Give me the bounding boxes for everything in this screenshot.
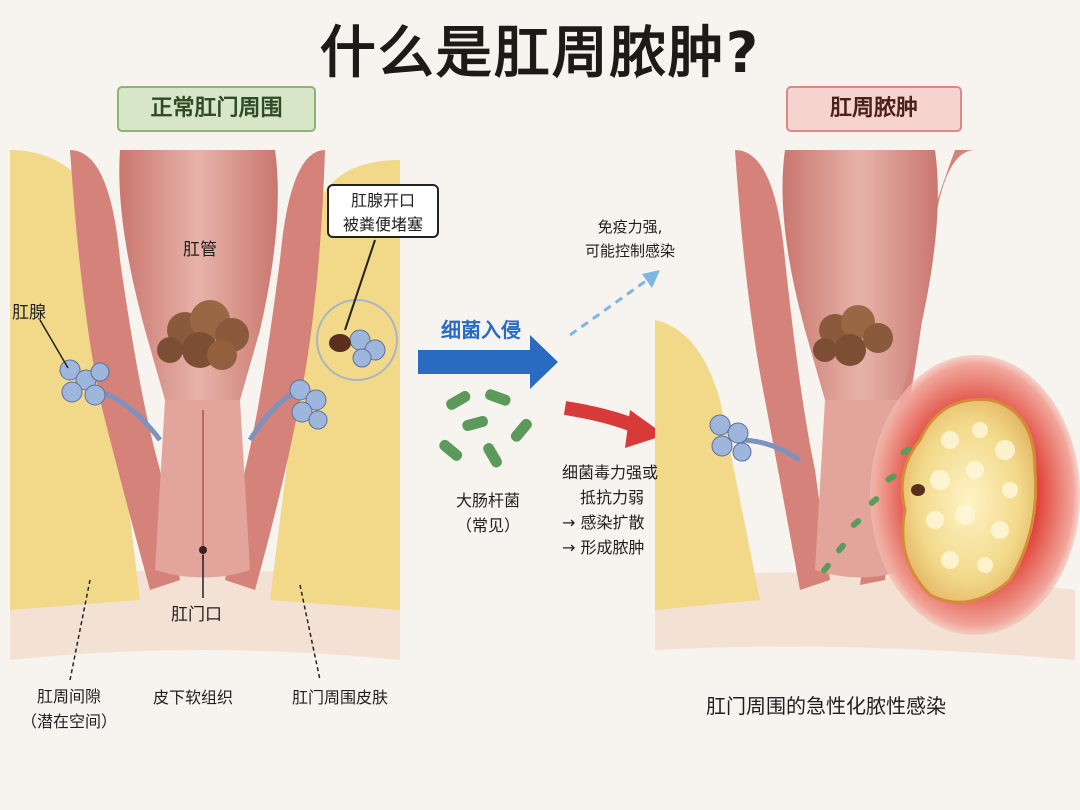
abscess-caption: 肛门周围的急性化脓性感染 <box>706 694 946 718</box>
blocked-opening <box>329 334 351 352</box>
space-pointer <box>69 579 91 681</box>
weak-line-2: 抵抗力弱 <box>580 488 645 507</box>
strong-immunity-label: 免疫力强, 可能控制感染 <box>570 215 690 263</box>
anus-label: 肛门口 <box>171 605 222 625</box>
normal-panel-tag: 正常肛门周围 <box>117 86 316 132</box>
feces-right <box>813 305 893 366</box>
callout-pointer <box>344 239 376 331</box>
anal-gland-label: 肛腺 <box>12 303 46 323</box>
anal-gland-right-panel <box>709 414 802 463</box>
fat-left <box>10 150 140 610</box>
weak-line-3: → 感染扩散 <box>562 513 645 532</box>
magnify-circle <box>316 299 398 381</box>
muscle-left-right <box>735 150 830 590</box>
muscle-right <box>225 150 325 590</box>
feces <box>157 300 249 370</box>
blocked-opening-right <box>911 484 925 496</box>
strong-immunity-line-2: 可能控制感染 <box>584 242 675 260</box>
fat-left-right <box>655 320 760 610</box>
fat-right <box>270 160 400 610</box>
perianal-space-label: 肛周间隙 （潜在空间） <box>14 684 124 734</box>
red-arrow-head <box>625 410 665 448</box>
skin-pointer <box>299 584 321 681</box>
page-title: 什么是肛周脓肿? <box>319 21 761 86</box>
callout-line-2: 被粪便堵塞 <box>342 215 423 234</box>
bacteria-label: 大肠杆菌 （常见） <box>438 488 538 538</box>
weak-line-4: → 形成脓肿 <box>562 538 645 557</box>
magnified-gland <box>352 348 372 368</box>
perianal-skin-label: 肛门周围皮肤 <box>292 688 389 707</box>
anal-canal-label: 肛管 <box>183 240 217 260</box>
bacteria-invasion-label: 细菌入侵 <box>441 318 521 342</box>
subcutaneous-label: 皮下软组织 <box>153 688 234 707</box>
gland-opening-callout: 肛腺开口 被粪便堵塞 <box>327 184 439 238</box>
spreading-bacteria <box>821 446 912 574</box>
pus-bubbles <box>926 422 1018 573</box>
gland-pointer <box>39 319 69 369</box>
anal-gland-right <box>247 379 328 442</box>
anus-opening <box>199 546 207 554</box>
strong-immunity-line-1: 免疫力强, <box>597 218 663 236</box>
anal-gland-left <box>59 359 162 442</box>
perianal-space-line-2: （潜在空间） <box>20 712 117 731</box>
callout-line-1: 肛腺开口 <box>350 191 415 210</box>
abscess-panel-tag: 肛周脓肿 <box>786 86 962 132</box>
muscle-left <box>70 150 180 590</box>
abscess-anatomy <box>655 150 1080 660</box>
bacteria-line-2: （常见） <box>455 516 520 535</box>
weak-immunity-label: 细菌毒力强或 抵抗力弱 → 感染扩散 → 形成脓肿 <box>562 460 658 560</box>
bacteria-line-1: 大肠杆菌 <box>455 491 520 510</box>
dashed-arrow-head <box>642 270 660 288</box>
weak-line-1: 细菌毒力强或 <box>562 463 659 482</box>
blue-arrow <box>418 335 558 389</box>
normal-anatomy <box>10 150 400 681</box>
bacteria-cluster <box>439 389 532 468</box>
dashed-arrow <box>569 276 651 337</box>
perianal-space-line-1: 肛周间隙 <box>36 687 101 706</box>
middle-arrows <box>418 270 665 448</box>
